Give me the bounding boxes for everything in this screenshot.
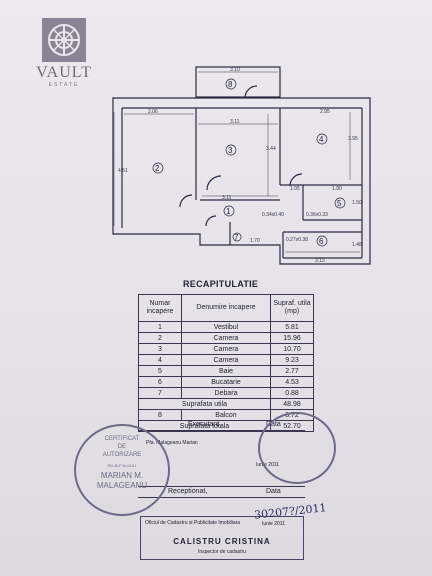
dim-kitchen-width: 1.90	[332, 186, 342, 192]
row-num: 4	[138, 354, 182, 366]
brand-name: VAULT	[36, 64, 92, 81]
row-area: 2.77	[270, 365, 314, 377]
dim-right-width: 2.95	[320, 109, 330, 115]
room-number-2: 2	[155, 164, 160, 173]
dim-top-wide: 3.10	[230, 67, 240, 73]
dim-left-width: 2.06	[148, 109, 158, 115]
receptionat-date-label: Data	[266, 488, 281, 495]
floor-plan: 3.10 2.06 3.11 2.95 4.51 3.44 3.95 3.11 …	[112, 66, 371, 265]
recap-title: RECAPITULATIE	[183, 279, 259, 289]
dim-bath-width: 1.05	[290, 186, 300, 192]
dim-left-height: 4.51	[118, 168, 128, 174]
dim-mid-width: 3.11	[230, 119, 240, 125]
dim-right-lower-height: 1.48	[352, 242, 362, 248]
row-name: Camera	[181, 343, 271, 355]
row-num: 2	[138, 332, 182, 344]
useful-area-value: 48.98	[270, 398, 314, 410]
room-number-1: 1	[226, 207, 231, 216]
room-number-7: 7	[234, 233, 239, 242]
header-area: Supraf. utila (mp)	[270, 294, 314, 322]
room-number-5: 5	[337, 199, 342, 208]
row-num: 5	[138, 365, 182, 377]
header-name: Denumire incapere	[181, 294, 271, 322]
balcony-outline	[195, 66, 281, 98]
row-area: 4.53	[270, 376, 314, 388]
row-num: 1	[138, 321, 182, 333]
dim-bottom-right: 3.13	[315, 258, 325, 264]
stamp-line: RO-B-F Nr.0101	[107, 463, 137, 468]
room-number-4: 4	[319, 135, 324, 144]
dim-lower: 1.70	[250, 238, 260, 244]
room-number-8: 8	[228, 80, 233, 89]
row-num: 6	[138, 376, 182, 388]
useful-area-row: Suprafata utila 48.98	[138, 398, 314, 410]
recap-table: Numar incapere Denumire incapere Supraf.…	[138, 294, 314, 432]
dim-hall-width: 3.11	[222, 195, 232, 201]
row-name: Debara	[181, 387, 271, 399]
authorization-stamp: CERTIFICAT DE AUTORIZARE RO-B-F Nr.0101 …	[74, 424, 170, 516]
vault-door-icon	[42, 18, 86, 62]
row-name: Camera	[181, 332, 271, 344]
row-area: 9.23	[270, 354, 314, 366]
room-number-6: 6	[319, 237, 324, 246]
row-area: 5.81	[270, 321, 314, 333]
header-num: Numar incapere	[138, 294, 182, 322]
balcony-name: Balcon	[181, 409, 271, 421]
row-num: 7	[138, 387, 182, 399]
dim-closet: 0.34x0.40	[262, 212, 284, 218]
dim-mid-height: 3.44	[266, 146, 276, 152]
room-number-3: 3	[228, 146, 233, 155]
row-area: 0.88	[270, 387, 314, 399]
round-seal-stamp	[258, 412, 336, 484]
inspector-role: Inspector de cadastru	[197, 549, 247, 555]
executant-label: Executant,	[188, 421, 222, 428]
useful-area-label: Suprafata utila	[138, 398, 271, 410]
stamp-line: MALAGEANU	[96, 481, 148, 490]
inspector-name: CALISTRU CRISTINA	[173, 537, 271, 546]
balcony-num: 8	[138, 409, 182, 421]
dim-niche: 0.36x0.33	[306, 212, 328, 218]
row-area: 10.70	[270, 343, 314, 355]
row-name: Bucatarie	[181, 376, 271, 388]
row-name: Vestibul	[181, 321, 271, 333]
stamp-line: CERTIFICAT	[104, 436, 140, 442]
row-num: 3	[138, 343, 182, 355]
stamp-line: MARIAN M.	[100, 471, 144, 480]
row-name: Baie	[181, 365, 271, 377]
row-name: Camera	[181, 354, 271, 366]
receptionat-label: Receptionat,	[168, 488, 208, 495]
executant-name: Pfa. Malageanu Marian	[146, 440, 198, 446]
dim-side: 1.50	[352, 200, 362, 206]
brand-logo: VAULT ESTATE	[28, 18, 108, 92]
table-header: Numar incapere Denumire incapere Supraf.…	[138, 294, 314, 322]
row-area: 15.96	[270, 332, 314, 344]
official-date: Iunie 2011	[262, 521, 285, 527]
stamp-line: DE	[117, 444, 127, 450]
apartment-outline	[112, 97, 371, 265]
dim-small: 0.27x0.38	[286, 237, 308, 243]
stamp-line: AUTORIZARE	[102, 452, 142, 458]
official-stamp: Oficiul de Cadastru si Publicitate Imobi…	[140, 516, 304, 560]
dim-right-height: 3.95	[348, 136, 358, 142]
official-office: Oficiul de Cadastru si Publicitate Imobi…	[145, 520, 241, 526]
brand-tagline: ESTATE	[48, 82, 80, 88]
